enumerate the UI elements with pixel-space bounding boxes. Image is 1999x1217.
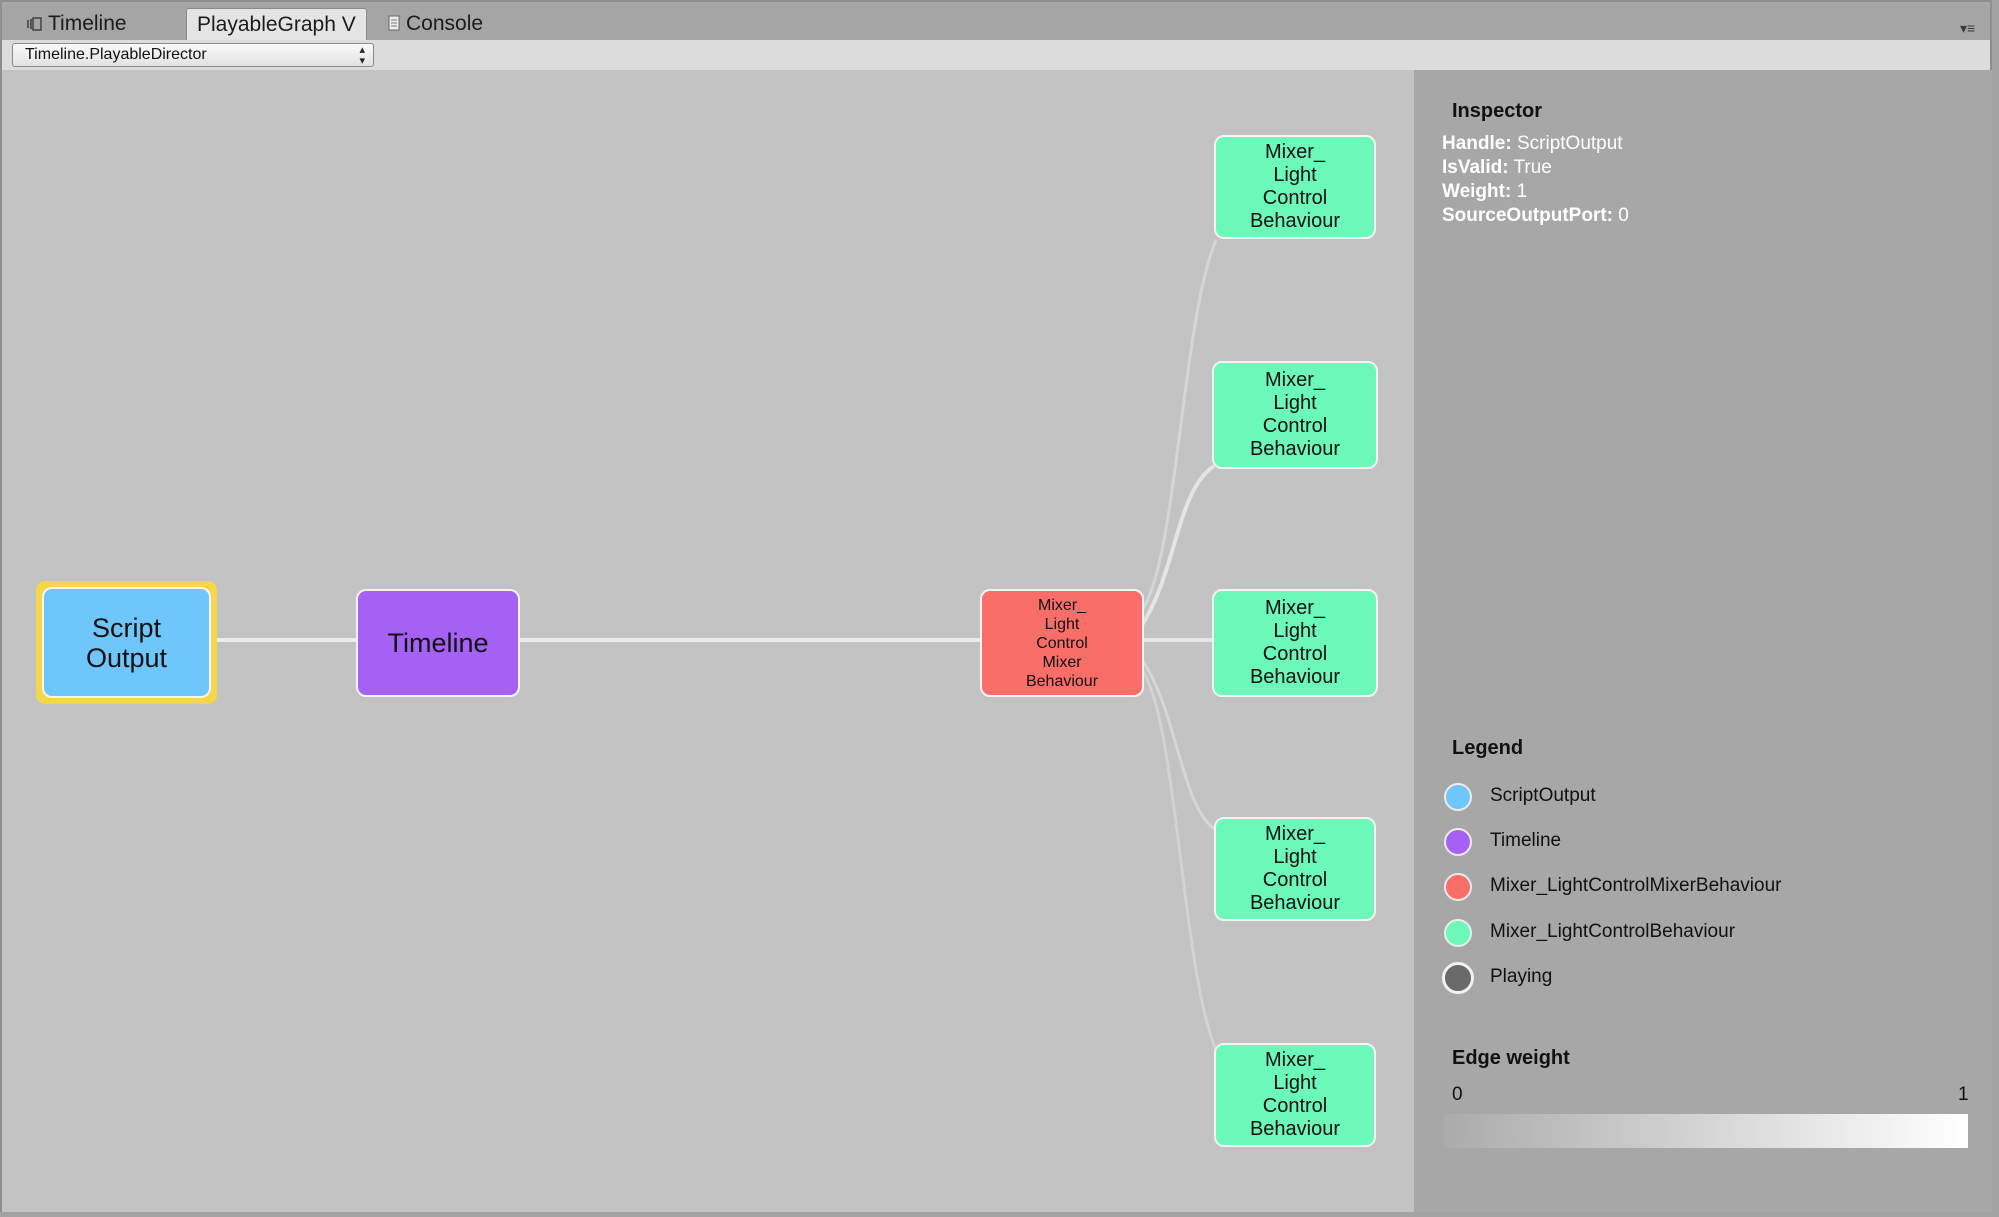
inspector-prop-handle: Handle: ScriptOutput (1442, 132, 1623, 156)
node-behaviour-3[interactable]: Mixer_ Light Control Behaviour (1212, 589, 1378, 697)
tab-console[interactable]: Console (374, 8, 483, 39)
edge-mixer-b4 (1140, 659, 1217, 832)
edge-weight-title: Edge weight (1452, 1047, 1570, 1069)
prop-key: Weight: (1442, 181, 1512, 202)
prop-key: Handle: (1442, 133, 1512, 154)
legend-dot-icon (1444, 919, 1472, 947)
prop-key: IsValid: (1442, 157, 1509, 178)
node-script-output[interactable]: Script Output (42, 587, 211, 698)
legend-label: Timeline (1490, 830, 1562, 851)
graph-canvas[interactable]: Script Output Timeline Mixer_ Light Cont… (2, 70, 1414, 1212)
graph-edges (214, 239, 1218, 1051)
edge-weight-max: 1 (1958, 1084, 1969, 1105)
edge-weight-gradient (1444, 1114, 1968, 1148)
node-behaviour-label: Mixer_ Light Control Behaviour (1249, 141, 1341, 232)
console-icon (388, 9, 400, 40)
node-behaviour-label: Mixer_ Light Control Behaviour (1249, 823, 1341, 914)
prop-value: ScriptOutput (1516, 133, 1623, 154)
node-script-output-selection[interactable]: Script Output (36, 581, 217, 704)
tab-bar: Timeline PlayableGraph V Console ▾≡ (2, 2, 1990, 41)
select-arrows-icon: ▴▾ (359, 44, 365, 67)
legend-dot-icon (1444, 873, 1472, 901)
tab-timeline-label: Timeline (48, 12, 127, 35)
playing-dot-icon (1442, 962, 1474, 994)
edge-mixer-b5 (1140, 669, 1218, 1051)
prop-value: 0 (1618, 205, 1629, 226)
node-script-output-label: Script Output (85, 612, 168, 673)
node-behaviour-label: Mixer_ Light Control Behaviour (1249, 597, 1341, 688)
prop-value: True (1513, 157, 1552, 178)
director-select-value: Timeline.PlayableDirector (25, 46, 207, 63)
inspector-prop-sourceoutputport: SourceOutputPort: 0 (1442, 204, 1629, 228)
director-select[interactable]: Timeline.PlayableDirector ▴▾ (12, 43, 374, 67)
legend-title: Legend (1452, 737, 1524, 759)
node-behaviour-4[interactable]: Mixer_ Light Control Behaviour (1214, 817, 1376, 921)
node-mixer-label: Mixer_ Light Control Mixer Behaviour (1025, 596, 1099, 690)
node-behaviour-2[interactable]: Mixer_ Light Control Behaviour (1212, 361, 1378, 469)
legend-label: ScriptOutput (1490, 785, 1596, 806)
node-timeline[interactable]: Timeline (356, 589, 520, 697)
node-behaviour-label: Mixer_ Light Control Behaviour (1249, 1049, 1341, 1140)
edge-mixer-b1 (1140, 239, 1218, 611)
side-panel: Inspector Handle: ScriptOutput IsValid: … (1414, 70, 1992, 1212)
legend-label: Playing (1490, 966, 1553, 987)
node-behaviour-5[interactable]: Mixer_ Light Control Behaviour (1214, 1043, 1376, 1147)
node-mixer-behaviour[interactable]: Mixer_ Light Control Mixer Behaviour (980, 589, 1144, 697)
legend-label: Mixer_LightControlBehaviour (1490, 921, 1736, 942)
toolbar: Timeline.PlayableDirector ▴▾ (2, 40, 1990, 71)
legend-dot-icon (1444, 783, 1472, 811)
prop-value: 1 (1516, 181, 1528, 202)
inspector-prop-weight: Weight: 1 (1442, 180, 1527, 204)
legend-label: Mixer_LightControlMixerBehaviour (1490, 875, 1782, 896)
inspector-prop-isvalid: IsValid: True (1442, 156, 1552, 180)
inspector-title: Inspector (1452, 100, 1543, 122)
edge-weight-min: 0 (1452, 1084, 1463, 1105)
tab-playablegraph-label: PlayableGraph V (197, 13, 356, 36)
tab-console-label: Console (406, 12, 484, 35)
tab-timeline[interactable]: Timeline (12, 8, 127, 39)
node-behaviour-label: Mixer_ Light Control Behaviour (1249, 369, 1341, 460)
timeline-icon (26, 9, 42, 40)
window-menu-icon[interactable]: ▾≡ (1960, 20, 1976, 36)
node-behaviour-1[interactable]: Mixer_ Light Control Behaviour (1214, 135, 1376, 239)
legend-dot-icon (1444, 828, 1472, 856)
edge-mixer-b2 (1140, 464, 1216, 627)
node-timeline-label: Timeline (387, 627, 489, 658)
tab-playablegraph[interactable]: PlayableGraph V (186, 8, 367, 40)
prop-key: SourceOutputPort: (1442, 205, 1613, 226)
